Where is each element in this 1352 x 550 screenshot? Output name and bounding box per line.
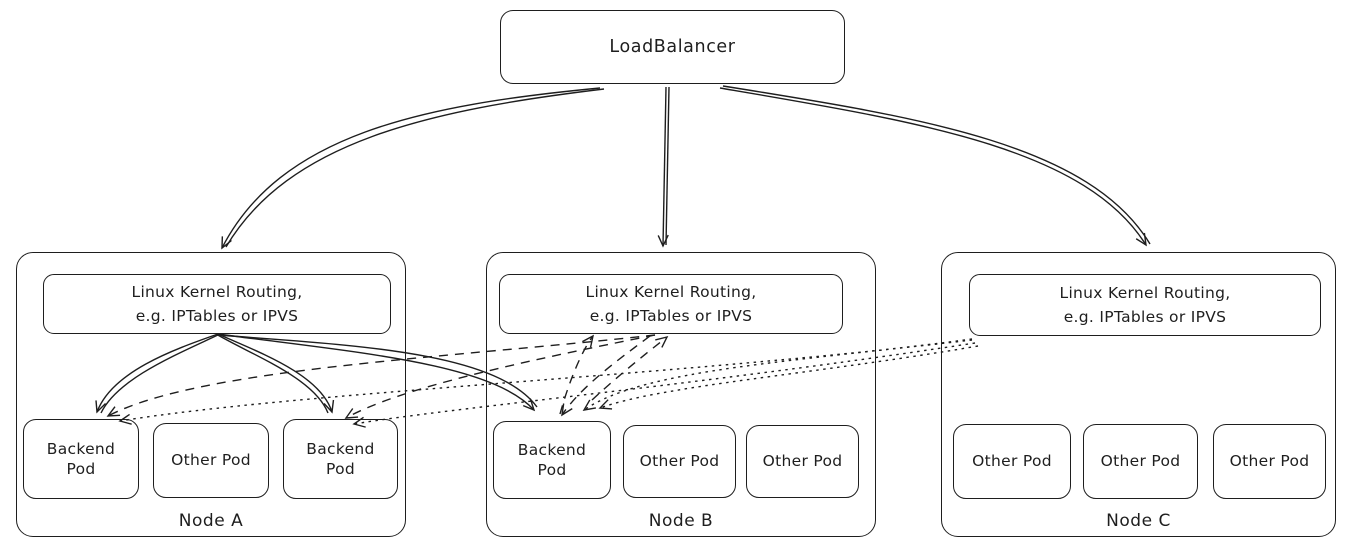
pod-label: Other Pod xyxy=(639,452,720,471)
node-b-label: Node B xyxy=(648,511,714,531)
node-c-other-pod-3: Other Pod xyxy=(1213,424,1326,499)
node-b-other-pod-1: Other Pod xyxy=(623,425,736,498)
node-c-box: Linux Kernel Routing, e.g. IPTables or I… xyxy=(941,252,1336,537)
node-b-kernel-routing-box: Linux Kernel Routing, e.g. IPTables or I… xyxy=(499,274,843,334)
node-b-other-pod-2: Other Pod xyxy=(746,425,859,498)
kernel-routing-line1: Linux Kernel Routing, xyxy=(131,282,303,301)
kernel-routing-line2: e.g. IPTables or IPVS xyxy=(589,307,753,325)
pod-label: Other Pod xyxy=(762,452,843,471)
node-a-box: Linux Kernel Routing, e.g. IPTables or I… xyxy=(16,252,406,537)
node-a-backend-pod-1: Backend Pod xyxy=(23,419,139,499)
pod-label: Backend Pod xyxy=(306,439,375,478)
node-c-other-pod-1: Other Pod xyxy=(953,424,1071,499)
lb-to-node-a-arrow xyxy=(221,87,605,250)
kernel-routing-line2: e.g. IPTables or IPVS xyxy=(135,307,299,325)
node-a-other-pod: Other Pod xyxy=(153,423,269,498)
kernel-routing-line2: e.g. IPTables or IPVS xyxy=(1063,308,1227,326)
lb-to-node-c-arrow xyxy=(719,85,1151,247)
loadbalancer-box: LoadBalancer xyxy=(500,10,845,84)
node-c-kernel-routing-box: Linux Kernel Routing, e.g. IPTables or I… xyxy=(969,274,1321,336)
pod-label: Other Pod xyxy=(1100,452,1181,471)
kernel-routing-line1: Linux Kernel Routing, xyxy=(585,282,757,301)
node-c-other-pod-2: Other Pod xyxy=(1083,424,1198,499)
pod-label: Other Pod xyxy=(171,451,251,470)
node-a-label: Node A xyxy=(178,511,244,531)
node-c-label: Node C xyxy=(1106,511,1171,531)
lb-to-node-b-arrow xyxy=(657,86,670,248)
node-a-kernel-routing-box: Linux Kernel Routing, e.g. IPTables or I… xyxy=(43,274,391,334)
pod-label: Backend Pod xyxy=(46,439,116,478)
pod-label: Other Pod xyxy=(972,452,1052,471)
loadbalancer-label: LoadBalancer xyxy=(609,37,736,57)
node-b-box: Linux Kernel Routing, e.g. IPTables or I… xyxy=(486,252,876,537)
pod-label: Backend Pod xyxy=(517,440,587,479)
kernel-routing-line1: Linux Kernel Routing, xyxy=(1059,283,1231,302)
node-b-backend-pod: Backend Pod xyxy=(493,421,611,499)
node-a-backend-pod-2: Backend Pod xyxy=(283,419,398,499)
pod-label: Other Pod xyxy=(1229,452,1310,471)
